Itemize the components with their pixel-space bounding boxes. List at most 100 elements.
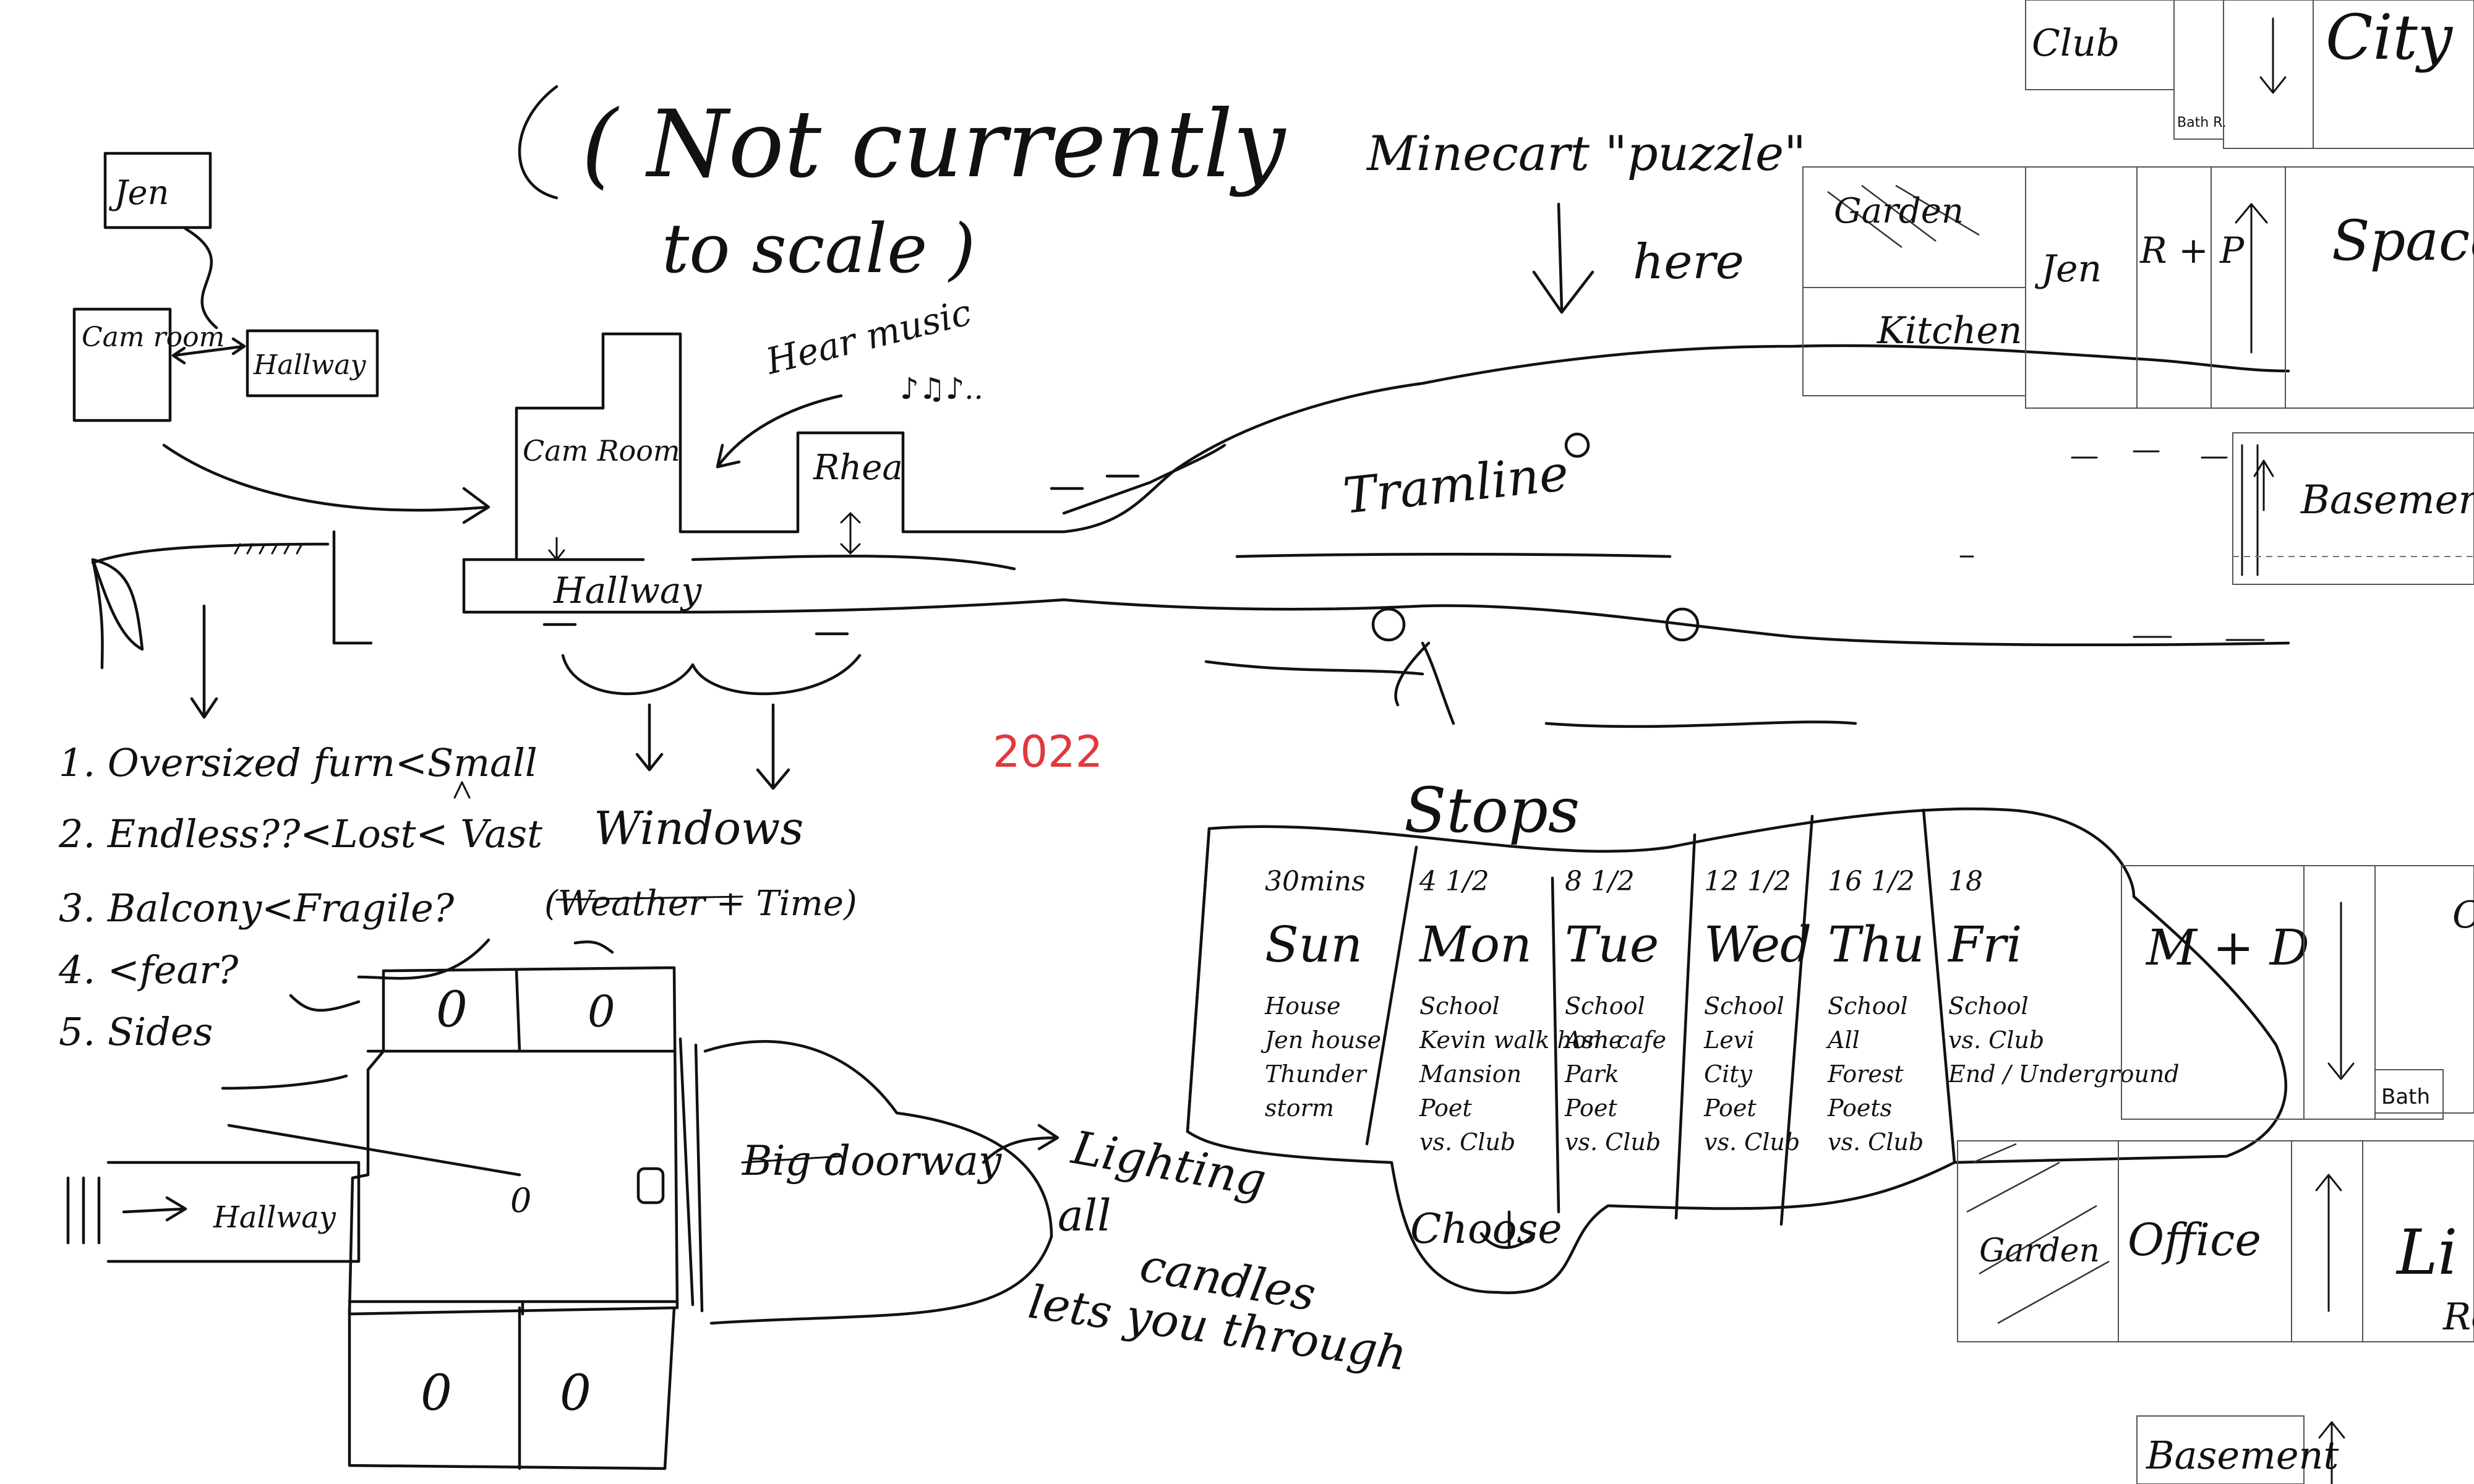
room-number-2: 0 xyxy=(588,986,615,1037)
windows-label: Windows xyxy=(594,802,803,855)
list-item-5: 5. Sides xyxy=(59,1009,213,1054)
club-label: Club xyxy=(2032,22,2120,65)
choose-arrow-icon xyxy=(1479,1210,1536,1249)
net-line xyxy=(91,558,104,670)
basement-label: Basement xyxy=(2300,477,2474,523)
curved-arrow-icon xyxy=(162,443,490,524)
stop-line: vs. Club xyxy=(1948,1026,2044,1054)
music-arrow-icon xyxy=(716,394,843,469)
title-group: ( Not currently to scale ) xyxy=(518,85,1286,288)
caret-mark xyxy=(453,781,471,799)
big-doorway-label: Big doorway xyxy=(742,1137,1002,1185)
stop-line: Forest xyxy=(1827,1060,1904,1088)
basement2-room xyxy=(2136,1415,2305,1484)
wall-curve xyxy=(357,938,490,980)
stop-line: Poets xyxy=(1827,1094,1892,1122)
stops-outline xyxy=(1186,807,2287,1294)
stop-line: End / Underground xyxy=(1948,1060,2180,1088)
door-frame xyxy=(678,1037,704,1313)
room-number-5: 0 xyxy=(560,1364,591,1422)
cam-room-walls xyxy=(462,332,645,561)
stop-time: 18 xyxy=(1948,866,1983,897)
bath2-label: Bath xyxy=(2381,1085,2430,1109)
hear-music-label: Hear music xyxy=(761,291,975,383)
hash-marks xyxy=(66,1176,101,1245)
year-label: 2022 xyxy=(993,727,1103,777)
cam-room-box xyxy=(72,307,172,422)
stair-down-icon xyxy=(2259,17,2287,94)
choose-label: Choose xyxy=(1410,1205,1562,1253)
stop-line: Poet xyxy=(1703,1094,1757,1122)
stop-line: School xyxy=(1828,992,1908,1020)
mini-diagram: Jen Cam room Hallway xyxy=(72,151,379,422)
hallway-label: Hallway xyxy=(253,349,367,381)
stop-line: Jen house xyxy=(1261,1026,1381,1054)
stair3-up-icon xyxy=(2315,1174,2342,1312)
stop-time: 8 1/2 xyxy=(1565,866,1635,897)
list-item-1: 1. Oversized furn<Small xyxy=(59,740,537,785)
double-arrow-icon xyxy=(171,337,246,365)
stop-line: All xyxy=(1826,1026,1860,1054)
notes-list: 1. Oversized furn<Small 2. Endless??<Los… xyxy=(58,740,542,1054)
stop-line: Park xyxy=(1564,1060,1619,1088)
jen-connector xyxy=(184,227,218,330)
house-hallway-label: Hallway xyxy=(553,569,702,612)
tramline-label: Tramline xyxy=(1340,444,1571,525)
stop-line: Kevin walk home xyxy=(1419,1026,1622,1054)
stops-label: Stops xyxy=(1404,774,1580,846)
tram-line-inner xyxy=(1235,553,1672,558)
map-top: Club Bath R. City Garden Kitchen Jen R +… xyxy=(1802,0,2474,585)
side-room xyxy=(2374,865,2474,1114)
c-label: C xyxy=(2452,893,2474,937)
minecart-arrow-icon xyxy=(1532,202,1594,314)
room-arrows xyxy=(221,1074,521,1177)
stop-line: storm xyxy=(1265,1094,1334,1122)
stop-line: School xyxy=(1948,992,2029,1020)
stop-line: Ash cafe xyxy=(1563,1026,1666,1054)
stop-day: Tue xyxy=(1565,916,1659,973)
list-item-4: 4. <fear? xyxy=(58,947,239,992)
stop-line: School xyxy=(1704,992,1784,1020)
md-label: M + D xyxy=(2145,919,2309,976)
stop-day: Sun xyxy=(1265,916,1363,973)
room-outline xyxy=(348,966,679,1316)
stop-line: Poet xyxy=(1419,1094,1472,1122)
stop-time: 12 1/2 xyxy=(1704,866,1791,897)
bath-label: Bath R. xyxy=(2177,115,2227,130)
stop-line: School xyxy=(1419,992,1500,1020)
wall-edge xyxy=(332,530,373,645)
li-label: Li xyxy=(2395,1216,2457,1289)
lighting-line2: all xyxy=(1058,1190,1111,1241)
garden2-label: Garden xyxy=(1979,1232,2100,1269)
dash-marks-left xyxy=(1050,474,1140,490)
room-number-1: 0 xyxy=(436,981,468,1038)
office-label: Office xyxy=(2128,1214,2261,1266)
stop-time: 30mins xyxy=(1265,866,1366,897)
entry-hallway xyxy=(106,1161,361,1263)
track-edge xyxy=(1062,443,1226,515)
list-item-2: 2. Endless??<Lost< Vast xyxy=(58,811,542,856)
stop-day: Thu xyxy=(1828,916,1924,973)
doorway-strike xyxy=(741,1155,842,1164)
basement-room xyxy=(2232,432,2474,585)
stop-line: Thunder xyxy=(1265,1060,1368,1088)
basement-arrow-icon xyxy=(2253,459,2274,511)
stair-room-3 xyxy=(2291,1140,2363,1342)
basement2-arrow-icon xyxy=(2318,1421,2345,1484)
title-line1: ( Not currently xyxy=(581,91,1286,198)
entry-hallway-label: Hallway xyxy=(213,1200,336,1235)
door-knob xyxy=(636,1167,665,1205)
stop-line: Mansion xyxy=(1419,1060,1522,1088)
track-top xyxy=(1062,344,2290,534)
garden2-hatch xyxy=(1966,1143,2110,1324)
stops-pointer xyxy=(1394,641,1455,725)
stop-line: Levi xyxy=(1703,1026,1754,1054)
hallway-box xyxy=(246,329,379,398)
left-sketch xyxy=(91,443,490,719)
hatch-marks xyxy=(234,543,303,555)
main-room: 0 0 0 0 0 Hallway Big doorway xyxy=(66,938,1059,1470)
jen-box xyxy=(103,151,212,229)
cam-room-label: Cam room xyxy=(82,322,225,353)
